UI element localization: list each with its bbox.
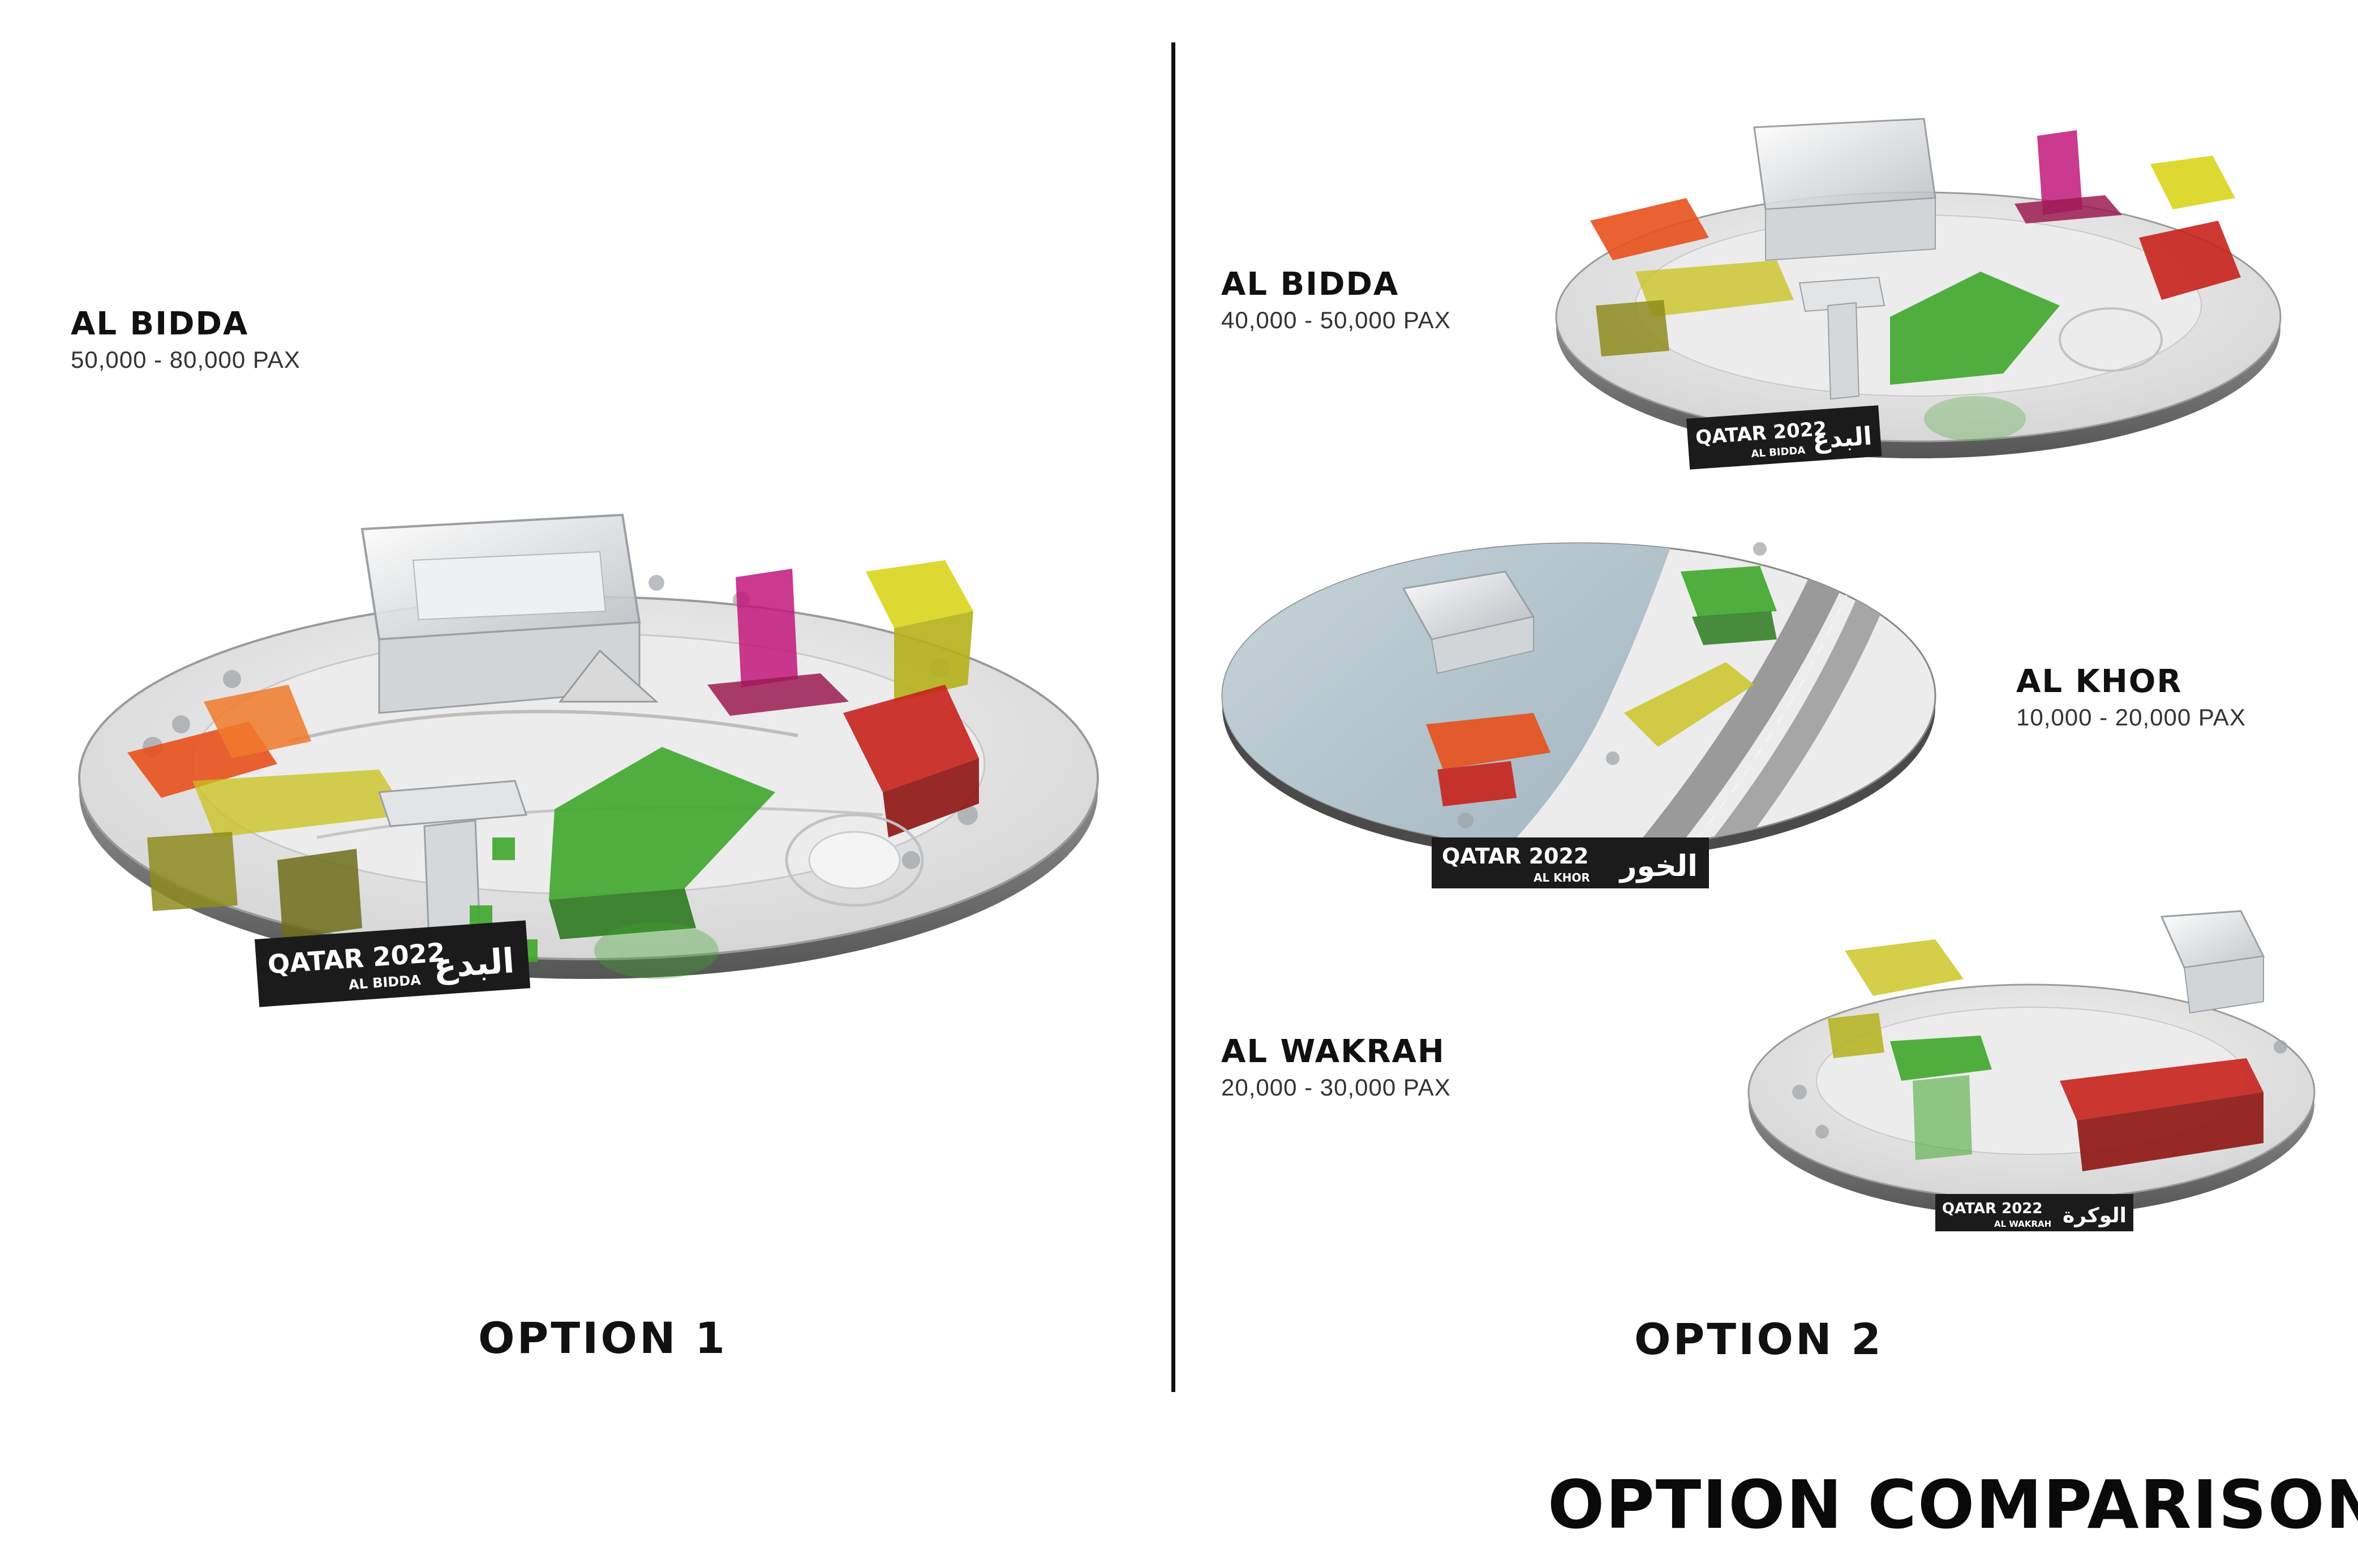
model-opt2-alkhor: QATAR 2022 AL KHOR الخور (1221, 542, 1936, 888)
column-divider (1171, 42, 1175, 1392)
site-capacity-opt2-alwakrah: 20,000 - 30,000 PAX (1221, 1074, 1451, 1101)
model-opt2-alwakrah: QATAR 2022 AL WAKRAH الوكرة (1747, 910, 2316, 1231)
model-label-opt2-albidda: QATAR 2022 AL BIDDA البدع (1686, 405, 1882, 470)
site-name-opt1-albidda: AL BIDDA (71, 306, 249, 342)
model-label-opt2-alwakrah: QATAR 2022 AL WAKRAH الوكرة (1935, 1194, 2133, 1231)
svg-text:البدع: البدع (1811, 422, 1872, 454)
site-capacity-opt2-alkhor: 10,000 - 20,000 PAX (2016, 704, 2246, 731)
svg-text:AL KHOR: AL KHOR (1534, 871, 1590, 884)
page-title: OPTION COMPARISON (1548, 1466, 2358, 1544)
option-2-label: OPTION 2 (1634, 1314, 1883, 1364)
model-opt1-albidda: QATAR 2022 AL BIDDA البدع (78, 513, 1099, 1007)
model-label-opt2-alkhor: QATAR 2022 AL KHOR الخور (1432, 837, 1709, 888)
svg-text:الوكرة: الوكرة (2063, 1204, 2127, 1227)
site-capacity-opt1-albidda: 50,000 - 80,000 PAX (71, 346, 300, 373)
svg-text:QATAR 2022: QATAR 2022 (1942, 1200, 2042, 1217)
site-name-opt2-alwakrah: AL WAKRAH (1221, 1033, 1445, 1070)
site-name-opt2-albidda: AL BIDDA (1221, 266, 1399, 303)
svg-text:QATAR 2022: QATAR 2022 (1442, 844, 1588, 869)
svg-text:الخور: الخور (1618, 849, 1698, 883)
site-name-opt2-alkhor: AL KHOR (2016, 663, 2183, 700)
model-label-opt1-albidda: QATAR 2022 AL BIDDA البدع (255, 920, 531, 1007)
svg-text:البدع: البدع (432, 941, 516, 986)
svg-text:AL WAKRAH: AL WAKRAH (1994, 1219, 2051, 1229)
site-capacity-opt2-albidda: 40,000 - 50,000 PAX (1221, 307, 1451, 333)
model-opt2-albidda: QATAR 2022 AL BIDDA البدع (1555, 118, 2282, 470)
option-1-label: OPTION 1 (478, 1313, 727, 1363)
